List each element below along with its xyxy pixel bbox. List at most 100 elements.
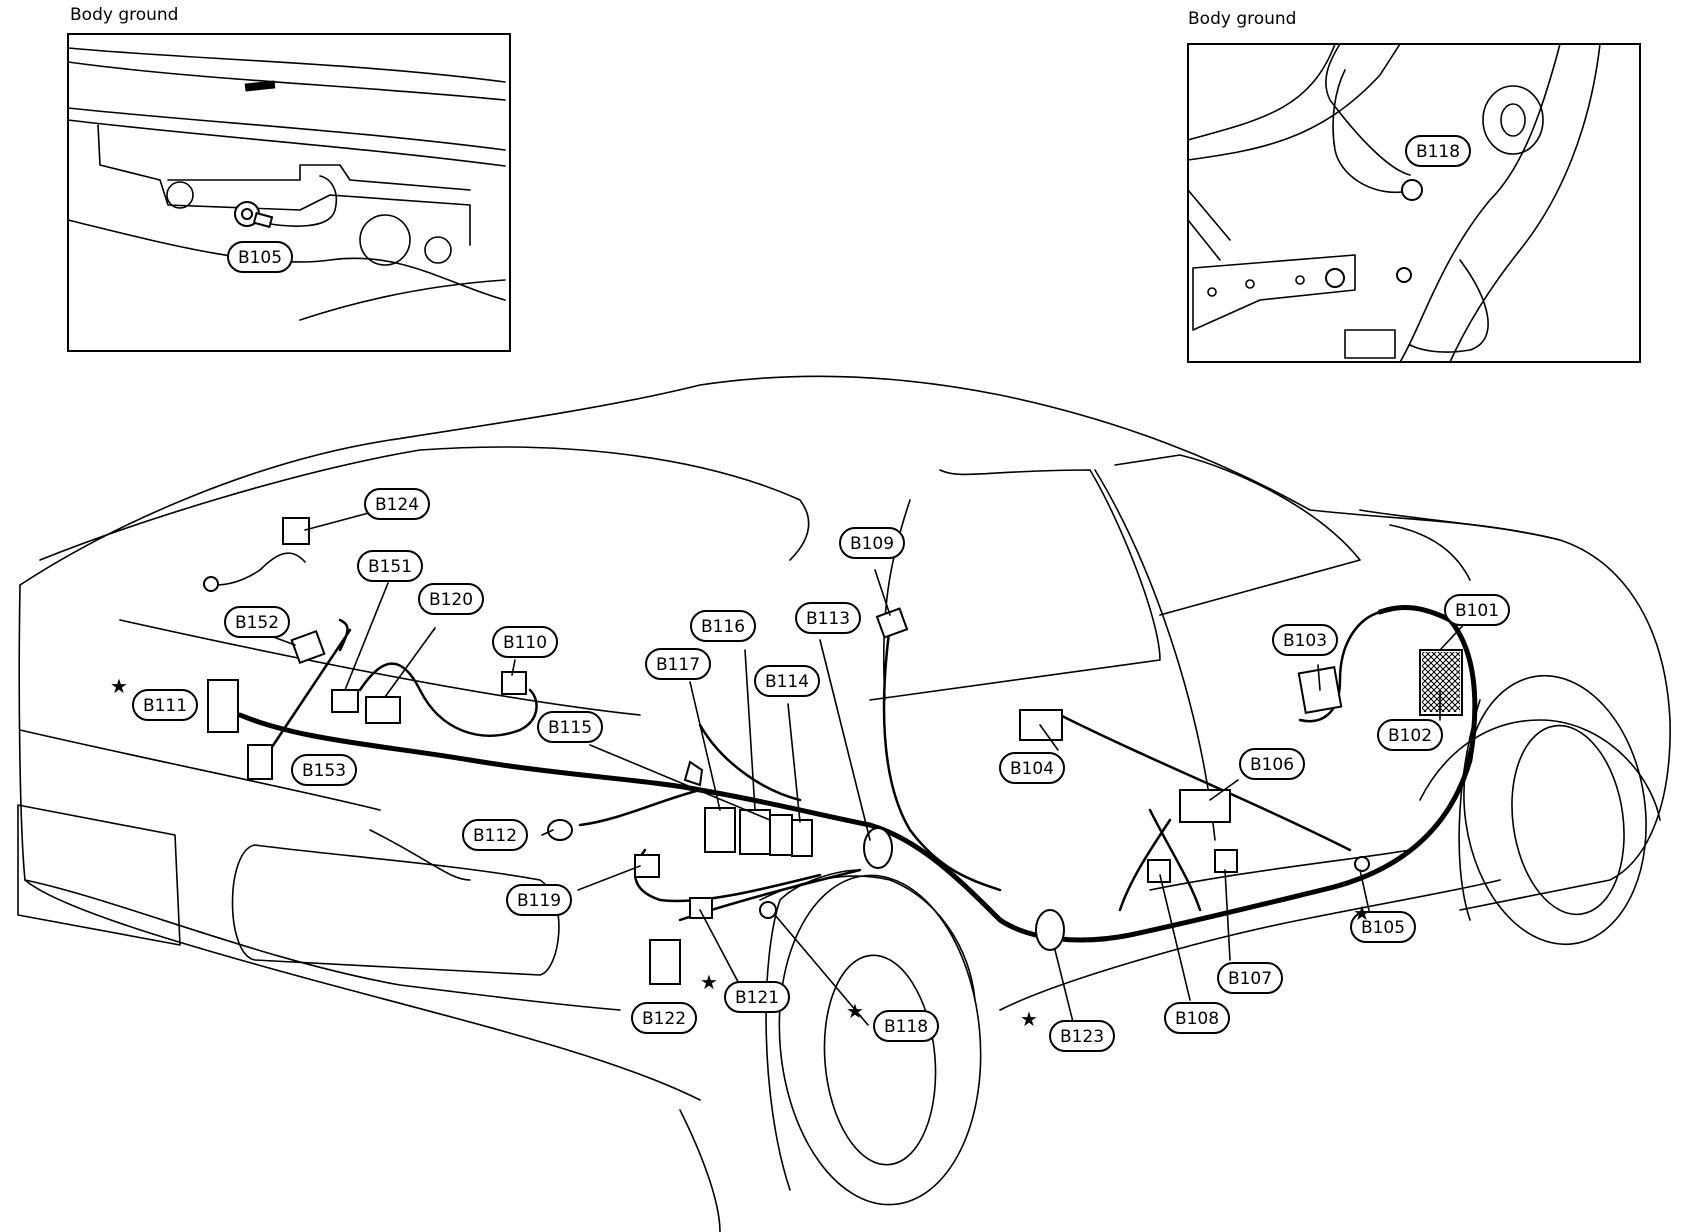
label-b109: B109 — [839, 527, 905, 559]
label-b104: B104 — [999, 752, 1065, 784]
connector-b114-body — [791, 819, 813, 857]
label-b106: B106 — [1239, 748, 1305, 780]
ground-terminal-b118 — [759, 901, 777, 919]
car-body-outline — [17, 375, 1671, 1232]
label-b112: B112 — [462, 819, 528, 851]
label-b103: B103 — [1272, 624, 1338, 656]
connector-b115-body — [769, 814, 793, 856]
inset-label-b118-text: B118 — [1416, 142, 1460, 162]
right-inset — [1187, 43, 1641, 363]
connector-b110-body — [501, 671, 527, 695]
star-b111: ★ — [110, 674, 128, 698]
label-b120: B120 — [418, 583, 484, 615]
connector-b107-body — [1214, 849, 1238, 873]
label-b117: B117 — [645, 648, 711, 680]
right-inset-frame — [1187, 43, 1641, 363]
label-b108-text: B108 — [1175, 1009, 1219, 1029]
star-b105: ★ — [1353, 901, 1371, 925]
label-b113-text: B113 — [806, 609, 850, 629]
label-b104-text: B104 — [1010, 759, 1054, 779]
label-b109-text: B109 — [850, 534, 894, 554]
star-b121: ★ — [700, 970, 718, 994]
label-b101-text: B101 — [1455, 601, 1499, 621]
connector-b116-body — [739, 809, 771, 855]
connector-b153-body — [247, 744, 273, 780]
star-b123: ★ — [1020, 1007, 1038, 1031]
label-b152-text: B152 — [235, 613, 279, 633]
inset-label-b105-text: B105 — [238, 248, 282, 268]
label-b115: B115 — [537, 711, 603, 743]
label-b118-text: B118 — [884, 1017, 928, 1037]
label-b111-text: B111 — [143, 696, 187, 716]
label-b111: B111 — [132, 689, 198, 721]
connector-b121-body — [689, 897, 713, 919]
label-b151: B151 — [357, 550, 423, 582]
connector-labels: B101B102B103B104B105★B106B107B108B109B11… — [110, 135, 1510, 1052]
label-b101: B101 — [1444, 594, 1510, 626]
connector-b109-body — [875, 607, 909, 639]
inset-label-b105: B105 — [227, 241, 293, 273]
connector-b123-body — [1035, 909, 1065, 951]
connector-b108-body — [1147, 859, 1171, 883]
ground-terminal-b124 — [203, 576, 219, 592]
label-b153: B153 — [291, 754, 357, 786]
front-wheel — [1458, 674, 1647, 946]
label-b153-text: B153 — [302, 761, 346, 781]
label-b116-text: B116 — [701, 617, 745, 637]
label-b116: B116 — [690, 610, 756, 642]
label-b121-text: B121 — [735, 988, 779, 1008]
leader-lines — [267, 509, 1469, 1031]
label-b117-text: B117 — [656, 655, 700, 675]
connector-b106-body — [1179, 789, 1231, 823]
connector-b113-body — [863, 827, 893, 869]
ground-terminal-b105 — [1354, 856, 1370, 872]
connector-b104-body — [1019, 709, 1063, 741]
label-b107-text: B107 — [1228, 969, 1272, 989]
label-b112-text: B112 — [473, 826, 517, 846]
label-b124: B124 — [364, 488, 430, 520]
label-b105-text: B105 — [1361, 918, 1405, 938]
label-b152: B152 — [224, 606, 290, 638]
label-b118: B118 — [873, 1010, 939, 1042]
connector-b117-body — [704, 807, 736, 853]
label-b123-text: B123 — [1060, 1027, 1104, 1047]
label-b114: B114 — [754, 665, 820, 697]
connector-b112-body — [547, 819, 573, 841]
label-b122: B122 — [631, 1002, 697, 1034]
left-inset-title: Body ground — [70, 5, 179, 25]
rear-wheel — [765, 869, 982, 1206]
label-b121: B121 — [724, 981, 790, 1013]
label-b123: B123 — [1049, 1020, 1115, 1052]
label-b102: B102 — [1377, 719, 1443, 751]
connector-b120-body — [365, 696, 401, 724]
label-b108: B108 — [1164, 1002, 1230, 1034]
connector-b102-body — [1422, 652, 1460, 712]
connector-b111-body — [207, 679, 239, 733]
label-b107: B107 — [1217, 962, 1283, 994]
connector-b119-body — [634, 854, 660, 878]
label-b106-text: B106 — [1250, 755, 1294, 775]
connector-b124-body — [282, 517, 310, 545]
label-b120-text: B120 — [429, 590, 473, 610]
label-b124-text: B124 — [375, 495, 419, 515]
label-b110-text: B110 — [503, 633, 547, 653]
label-b102-text: B102 — [1388, 726, 1432, 746]
left-inset — [67, 33, 511, 352]
connector-b122-body — [649, 939, 681, 985]
label-b122-text: B122 — [642, 1009, 686, 1029]
label-b103-text: B103 — [1283, 631, 1327, 651]
label-b119-text: B119 — [517, 891, 561, 911]
label-b114-text: B114 — [765, 672, 809, 692]
star-b118: ★ — [846, 999, 864, 1023]
connector-b152-body — [290, 629, 326, 665]
label-b113: B113 — [795, 602, 861, 634]
label-b105: B105 — [1350, 911, 1416, 943]
label-b151-text: B151 — [368, 557, 412, 577]
inset-label-b118: B118 — [1405, 135, 1471, 167]
label-b115-text: B115 — [548, 718, 592, 738]
left-inset-frame — [67, 33, 511, 352]
label-b119: B119 — [506, 884, 572, 916]
connector-b151-body — [331, 689, 359, 713]
label-b110: B110 — [492, 626, 558, 658]
